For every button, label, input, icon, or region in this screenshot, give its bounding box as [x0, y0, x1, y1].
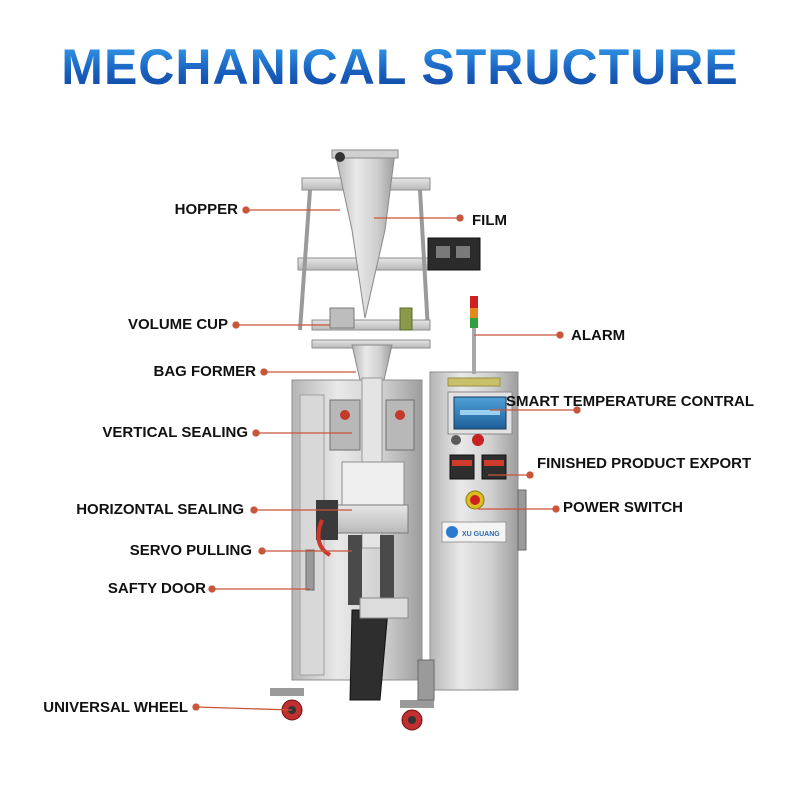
label-finished-product-export: FINISHED PRODUCT EXPORT: [537, 455, 752, 472]
discharge-chute: [349, 597, 409, 701]
cabinet-handle: [517, 489, 527, 551]
page-title: MECHANICAL STRUCTURE: [0, 38, 800, 96]
brand-plate: XU GUANG: [441, 521, 507, 543]
label-bag-former: BAG FORMER: [153, 363, 257, 380]
safety-door-handle: [305, 549, 315, 591]
label-safty-door: SAFTY DOOR: [107, 580, 206, 597]
servo-pulling: [316, 519, 394, 605]
label-power-switch: POWER SWITCH: [563, 499, 683, 516]
alarm-light: [470, 296, 478, 374]
vertical-sealer: [329, 399, 415, 451]
hopper-assembly: [297, 149, 481, 349]
label-alarm: ALARM: [571, 327, 626, 344]
label-film: FILM: [472, 212, 507, 229]
svg-text:XU GUANG: XU GUANG: [462, 531, 500, 538]
leader-lines: [192, 206, 581, 711]
label-smart-temperature: SMART TEMPERATURE CONTRAL: [506, 393, 755, 410]
label-volume-cup: VOLUME CUP: [127, 316, 228, 333]
label-vertical-sealing: VERTICAL SEALING: [102, 424, 248, 441]
label-servo-pulling: SERVO PULLING: [129, 542, 252, 559]
touch-screen: [447, 391, 513, 435]
label-hopper: HOPPER: [174, 201, 238, 218]
label-horizontal-sealing: HORIZONTAL SEALING: [76, 501, 244, 518]
label-universal-wheel: UNIVERSAL WHEEL: [43, 699, 188, 716]
